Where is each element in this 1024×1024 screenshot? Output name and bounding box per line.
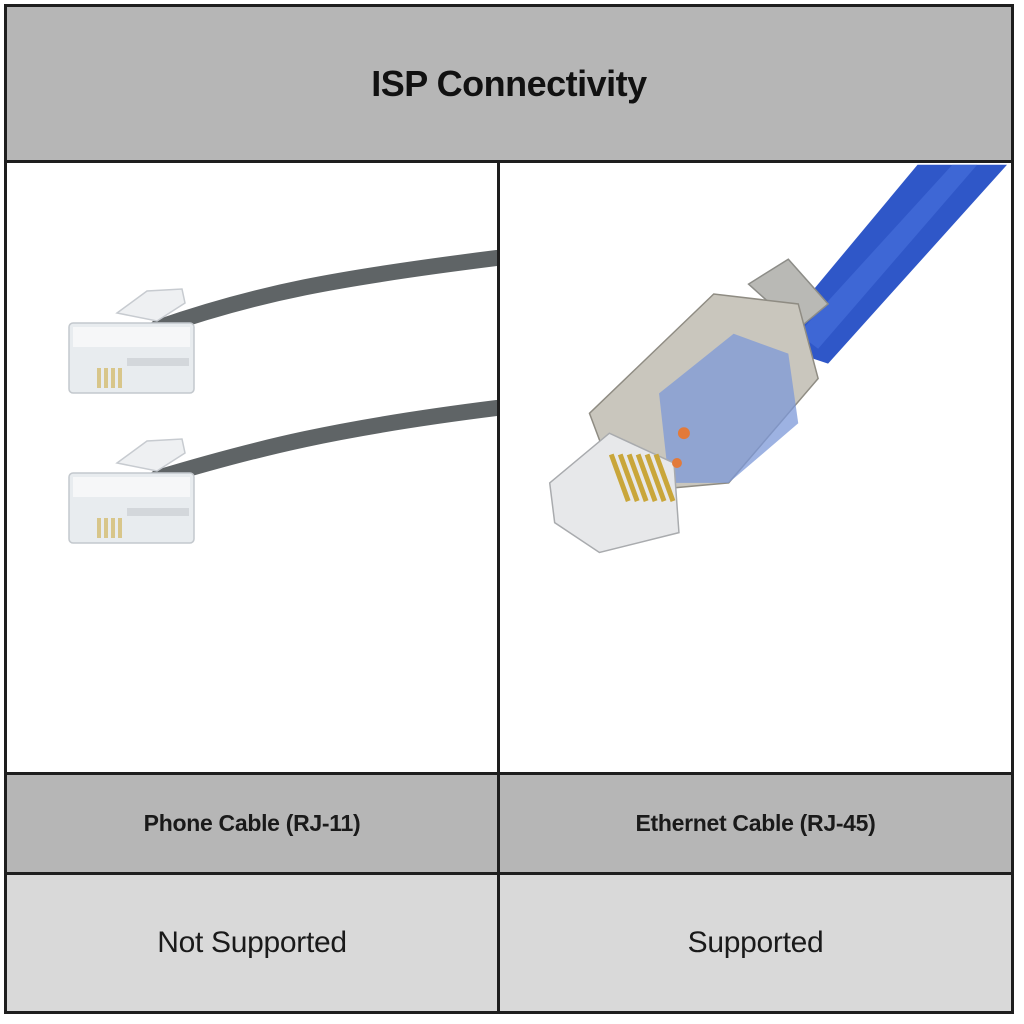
phone-cable-label: Phone Cable (RJ-11)	[143, 810, 361, 836]
ethernet-cable-label: Ethernet Cable (RJ-45)	[635, 810, 876, 836]
table-title: ISP Connectivity	[371, 62, 647, 104]
phone-cable-status-cell: Not Supported	[7, 875, 500, 1011]
comparison-table: ISP Connectivity	[4, 4, 1014, 1014]
column-header-ethernet-cable: Ethernet Cable (RJ-45)	[500, 775, 1011, 875]
phone-cable-rj11-image	[68, 250, 497, 544]
ethernet-cable-image-cell	[500, 163, 1011, 775]
table-header: ISP Connectivity	[7, 7, 1011, 163]
ethernet-cable-status-cell: Supported	[500, 875, 1011, 1011]
phone-cable-status: Not Supported	[157, 926, 347, 959]
rj11-connector-upper	[68, 288, 195, 394]
column-header-phone-cable: Phone Cable (RJ-11)	[7, 775, 500, 875]
ethernet-cable-rj45-image	[548, 164, 1008, 554]
ethernet-cable-status: Supported	[687, 926, 824, 959]
rj11-connector-lower	[68, 438, 195, 544]
rj45-contacts	[608, 453, 676, 502]
phone-cable-image-cell	[7, 163, 500, 775]
